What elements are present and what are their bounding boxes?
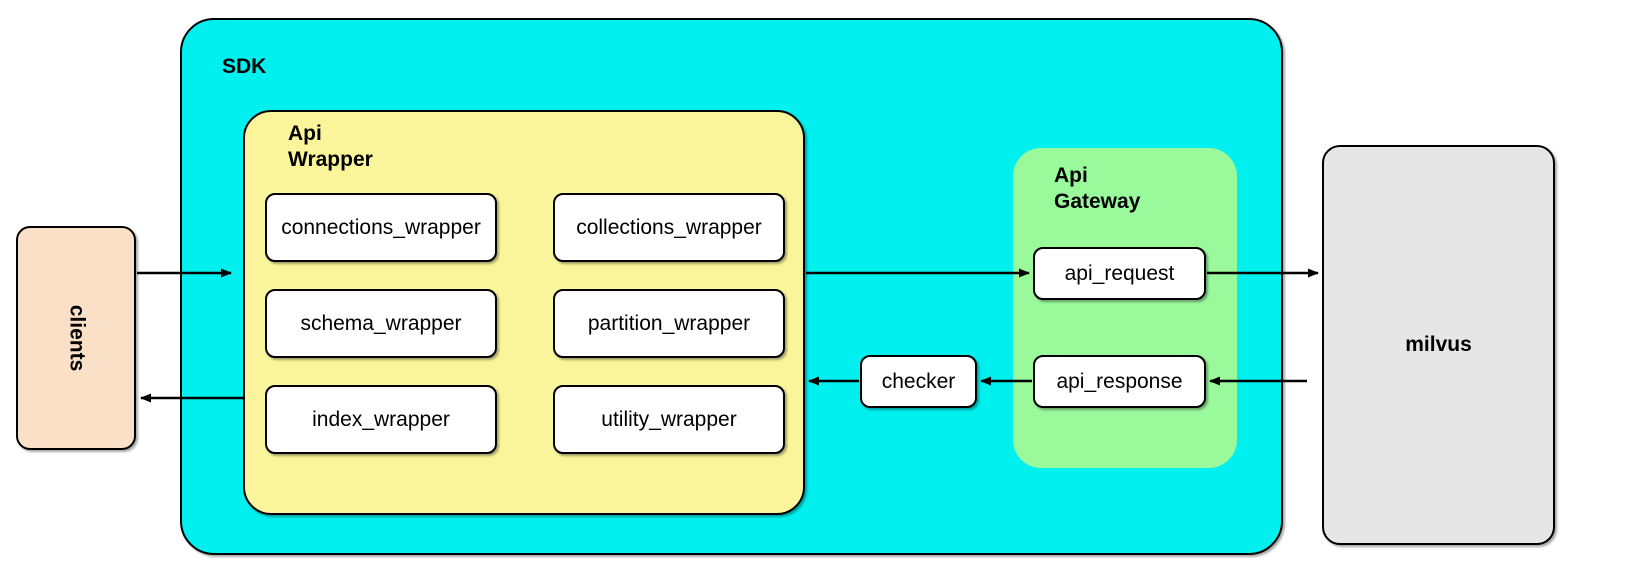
- module-utility-wrapper[interactable]: utility_wrapper: [553, 385, 785, 454]
- node-checker[interactable]: checker: [860, 355, 977, 408]
- module-collections-wrapper[interactable]: collections_wrapper: [553, 193, 785, 262]
- node-milvus-label-wrap: milvus: [1324, 147, 1553, 543]
- module-partition-wrapper[interactable]: partition_wrapper: [553, 289, 785, 358]
- module-label: index_wrapper: [312, 407, 450, 431]
- container-api-gateway: Api Gateway: [1013, 148, 1237, 468]
- node-milvus[interactable]: milvus: [1322, 145, 1555, 545]
- node-clients[interactable]: clients: [16, 226, 136, 450]
- node-milvus-label: milvus: [1405, 333, 1472, 356]
- module-api-response[interactable]: api_response: [1033, 355, 1206, 408]
- container-api-gateway-label: Api Gateway: [1054, 164, 1141, 213]
- module-label: collections_wrapper: [576, 215, 762, 239]
- module-label: utility_wrapper: [601, 407, 737, 431]
- container-sdk-label: SDK: [222, 55, 267, 78]
- module-api-request[interactable]: api_request: [1033, 247, 1206, 300]
- module-schema-wrapper[interactable]: schema_wrapper: [265, 289, 497, 358]
- module-connections-wrapper[interactable]: connections_wrapper: [265, 193, 497, 262]
- module-label: api_request: [1064, 261, 1175, 285]
- module-label: api_response: [1056, 369, 1183, 393]
- module-label: partition_wrapper: [587, 311, 751, 335]
- module-index-wrapper[interactable]: index_wrapper: [265, 385, 497, 454]
- module-label: connections_wrapper: [281, 215, 481, 239]
- node-clients-label-wrap: clients: [18, 228, 134, 448]
- node-clients-label: clients: [65, 304, 88, 372]
- container-api-wrapper-label: Api Wrapper: [288, 122, 373, 171]
- module-label: schema_wrapper: [300, 311, 462, 335]
- node-checker-label: checker: [881, 369, 956, 393]
